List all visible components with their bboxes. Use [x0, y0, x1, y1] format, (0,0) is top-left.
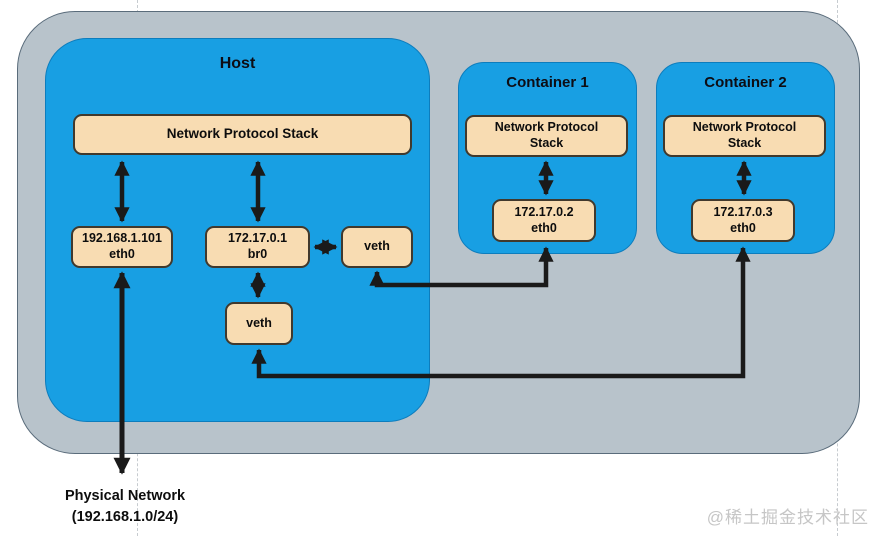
host-br0-node: 172.17.0.1 br0	[205, 226, 310, 268]
container-1-eth0-node: 172.17.0.2 eth0	[492, 199, 596, 242]
host-eth0-iface: eth0	[109, 247, 135, 261]
host-nps-label: Network Protocol Stack	[166, 126, 319, 142]
host-veth-right-label: veth	[364, 239, 390, 254]
container-2-eth0-node: 172.17.0.3 eth0	[691, 199, 795, 242]
watermark-text: @稀土掘金技术社区	[706, 508, 869, 527]
host-eth0-ip: 192.168.1.101	[82, 231, 162, 246]
container-2-title: Container 2	[704, 74, 787, 91]
host-veth-lower-label: veth	[246, 315, 272, 330]
host-eth0-node: 192.168.1.101 eth0	[71, 226, 173, 268]
host-network-protocol-stack: Network Protocol Stack	[73, 114, 412, 155]
host-title: Host	[219, 55, 256, 72]
physical-network-label: Physical Network (192.168.1.0/24)	[40, 486, 210, 527]
container-1-eth0-ip: 172.17.0.2	[514, 204, 574, 219]
container-2-nps-label: Network Protocol Stack	[692, 120, 797, 150]
physical-network-line2: (192.168.1.0/24)	[71, 508, 179, 525]
physical-network-line1: Physical Network	[64, 488, 186, 504]
container-1-nps-label: Network Protocol Stack	[494, 120, 599, 150]
container-1-network-protocol-stack: Network Protocol Stack	[465, 115, 628, 157]
container-1-eth0-iface: eth0	[531, 220, 557, 235]
host-br0-ip: 172.17.0.1	[227, 231, 288, 246]
host-br0-iface: br0	[247, 247, 268, 261]
host-veth-lower-node: veth	[225, 302, 293, 345]
container-2-network-protocol-stack: Network Protocol Stack	[663, 115, 826, 157]
container-2-eth0-iface: eth0	[730, 220, 756, 235]
container-2-eth0-ip: 172.17.0.3	[713, 204, 773, 219]
container-1-title: Container 1	[506, 74, 589, 91]
host-veth-right-node: veth	[341, 226, 413, 268]
